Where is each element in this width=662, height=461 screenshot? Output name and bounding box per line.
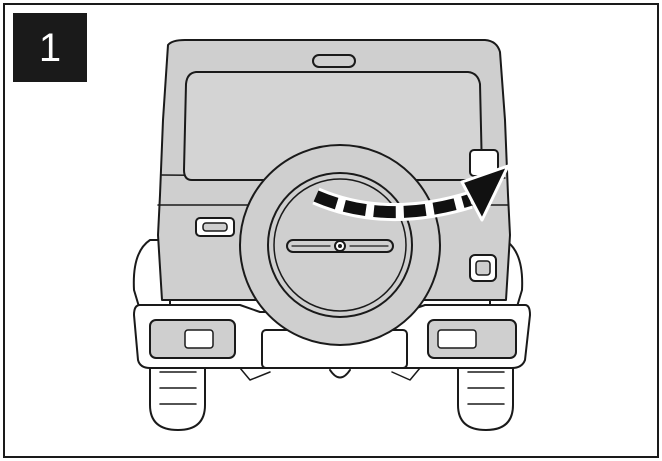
high-mount-brake-light bbox=[312, 54, 356, 68]
step-number: 1 bbox=[38, 25, 62, 70]
right-rear-tire bbox=[457, 349, 514, 431]
curved-arrow-right-icon bbox=[312, 164, 510, 222]
spare-tire bbox=[239, 144, 441, 346]
left-rear-tire bbox=[149, 349, 206, 431]
step-number-badge: 1 bbox=[13, 13, 87, 82]
